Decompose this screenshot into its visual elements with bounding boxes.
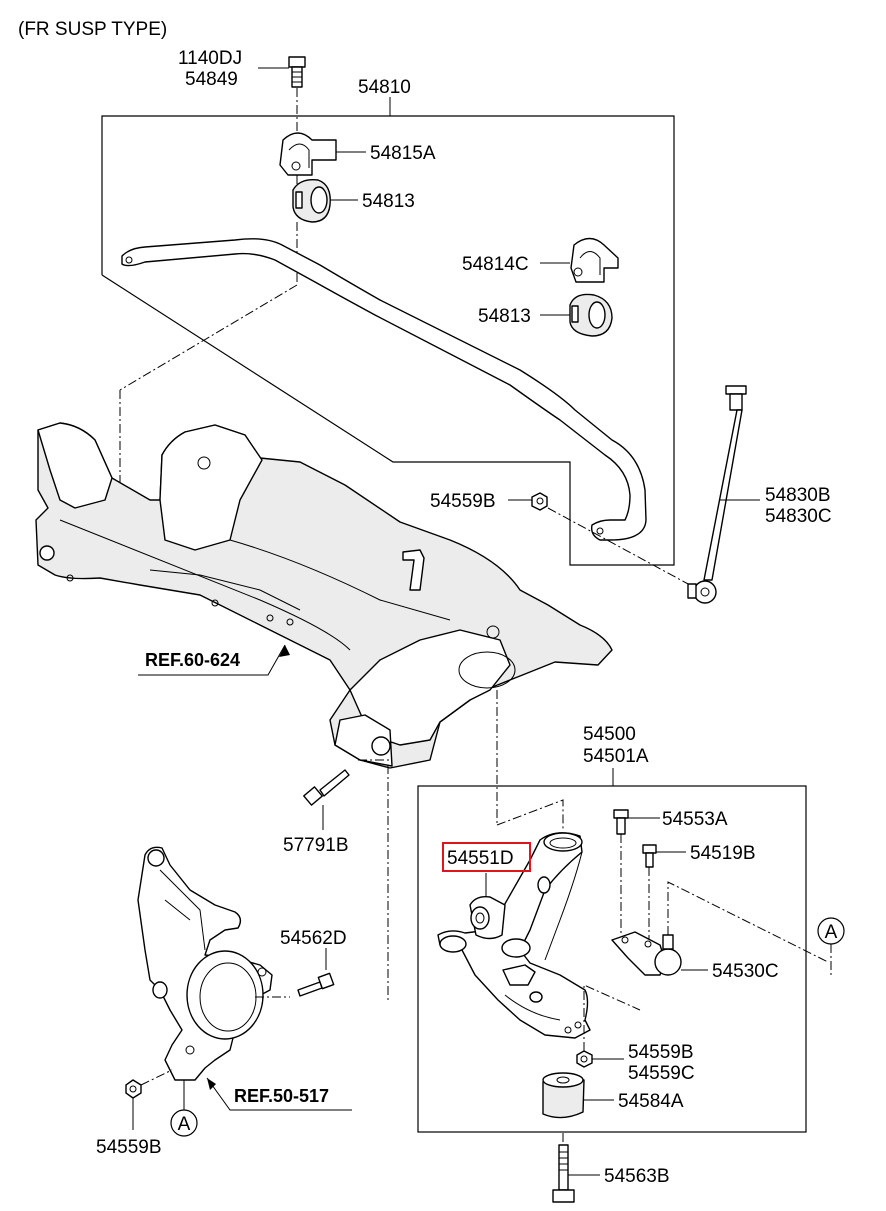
label-54815a[interactable]: 54815A [370,143,436,164]
label-54814c[interactable]: 54814C [462,254,529,275]
label-54849[interactable]: 54849 [185,69,238,90]
label-54810[interactable]: 54810 [358,77,411,98]
bolt-1140dj[interactable] [288,56,306,88]
bolt-57791b[interactable] [303,769,350,806]
steering-knuckle[interactable] [137,846,273,1081]
bushing-54813-top[interactable] [292,179,331,223]
bracket-54814c[interactable] [570,237,619,283]
label-54551d[interactable]: 54551D [447,848,514,869]
label-54501a[interactable]: 54501A [583,746,649,767]
ref-60-624-label[interactable]: REF.60-624 [145,650,240,670]
ref-50-517[interactable]: REF.50-517 [206,1077,352,1111]
label-54830c[interactable]: 54830C [765,506,832,527]
label-54584a[interactable]: 54584A [618,1091,684,1112]
svg-text:A: A [825,922,838,943]
label-54559b-arm[interactable]: 54559B [628,1042,694,1063]
part-54551d-highlight [442,842,531,872]
label-54553a[interactable]: 54553A [662,809,728,830]
label-54500[interactable]: 54500 [583,724,636,745]
svg-text:A: A [178,1114,191,1135]
bolt-54562d[interactable] [297,972,335,997]
label-54519b[interactable]: 54519B [690,843,756,864]
nut-54559b-knuckle[interactable] [125,1079,142,1099]
circle-a-left[interactable]: A [170,1109,198,1137]
stabilizer-bar-group [101,56,691,586]
label-54559b-mid[interactable]: 54559B [430,491,496,512]
label-54562d[interactable]: 54562D [280,928,347,949]
label-54813-top[interactable]: 54813 [362,191,415,212]
ref-60-624[interactable]: REF.60-624 [138,644,290,676]
label-54830b[interactable]: 54830B [765,485,831,506]
stabilizer-bar[interactable] [121,238,647,541]
bushing-54584a[interactable] [542,1072,585,1119]
bracket-54815a[interactable] [279,132,337,176]
ball-joint-54530c[interactable] [611,931,682,976]
lower-arm[interactable] [437,832,591,1039]
label-54559c[interactable]: 54559C [628,1063,695,1084]
diagram-title: (FR SUSP TYPE) [18,19,167,40]
bushing-54551d[interactable] [469,895,506,940]
label-57791b[interactable]: 57791B [283,835,349,856]
label-54563b[interactable]: 54563B [604,1166,670,1187]
circle-a-right[interactable]: A [817,917,845,945]
label-54813-low[interactable]: 54813 [478,306,531,327]
bushing-54813-low[interactable] [569,293,613,337]
label-1140dj[interactable]: 1140DJ [178,48,242,69]
lower-arm-group [417,690,829,1133]
stabilizer-link[interactable] [687,385,747,604]
bolt-54563b[interactable] [552,1144,575,1203]
bolt-54519b[interactable] [642,844,657,868]
nut-54559b-mid[interactable] [531,492,548,511]
bolt-54553a[interactable] [613,809,629,835]
nut-54559b-arm[interactable] [576,1050,593,1068]
label-54530c[interactable]: 54530C [712,961,779,982]
ref-50-517-label[interactable]: REF.50-517 [234,1086,329,1106]
crossmember[interactable] [35,422,613,769]
label-54559b-knuckle[interactable]: 54559B [96,1137,162,1158]
